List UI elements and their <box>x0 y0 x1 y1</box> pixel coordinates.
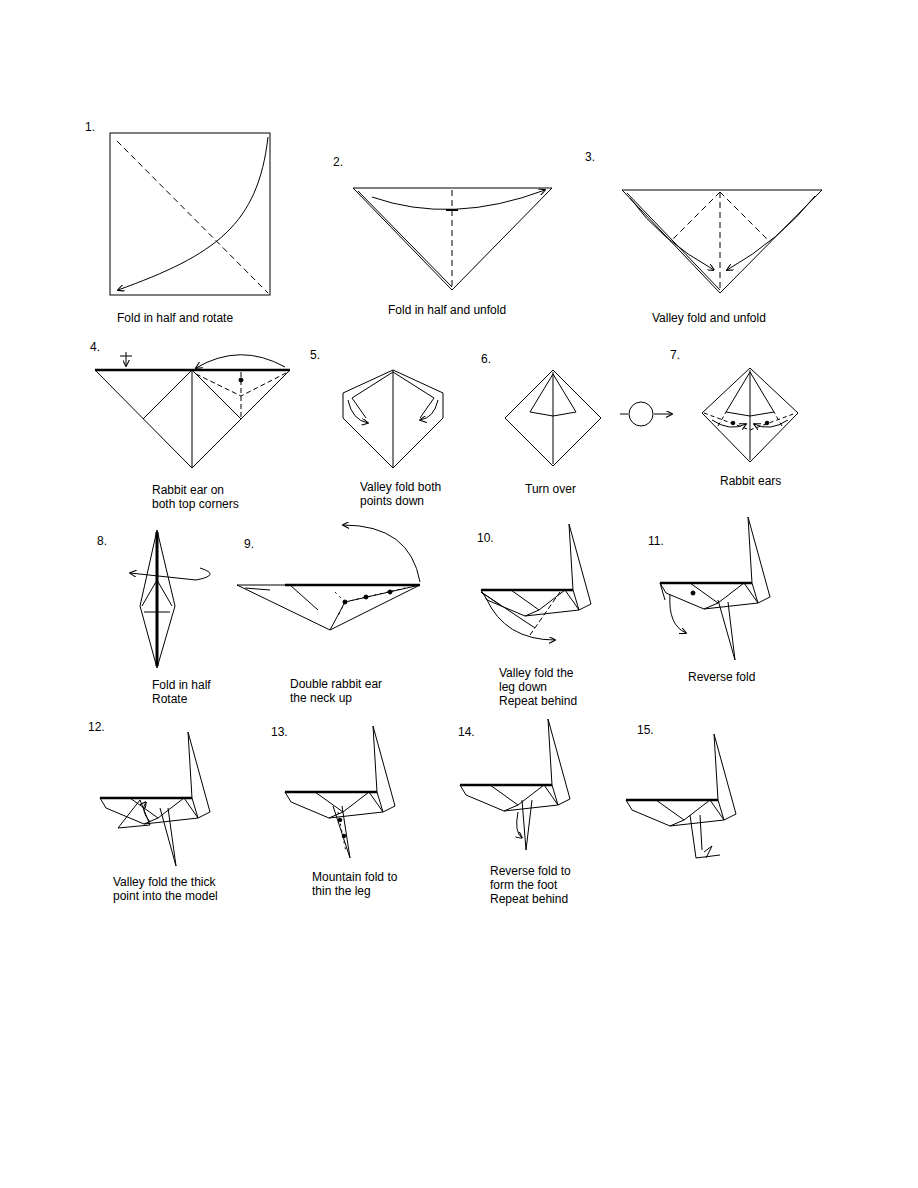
step-caption: Fold in half and rotate <box>117 311 233 325</box>
step-caption: Rabbit ears <box>720 474 781 488</box>
step-number: 14. <box>458 725 475 739</box>
step-number: 7. <box>670 348 680 362</box>
step-caption: Reverse fold <box>688 670 755 684</box>
step-caption: Valley fold and unfold <box>652 311 766 325</box>
step-number: 12. <box>88 720 105 734</box>
step-number: 5. <box>310 348 320 362</box>
step-number: 9. <box>244 537 254 551</box>
step-number: 13. <box>271 725 288 739</box>
step-number: 11. <box>648 534 664 548</box>
step-caption: Valley fold both points down <box>360 480 458 508</box>
step-caption: Valley fold the leg down Repeat behind <box>499 666 587 708</box>
step-number: 15. <box>637 723 654 737</box>
step-number: 6. <box>481 352 491 366</box>
step-number: 2. <box>333 155 343 169</box>
step-caption: Rabbit ear on both top corners <box>152 483 250 511</box>
step-caption: Turn over <box>525 482 576 496</box>
step-caption: Fold in half Rotate <box>152 678 224 706</box>
step-number: 1. <box>85 120 95 134</box>
step-caption: Fold in half and unfold <box>388 303 506 317</box>
step-number: 8. <box>97 534 107 548</box>
step-number: 10. <box>477 531 494 545</box>
step-caption: Double rabbit ear the neck up <box>290 677 392 705</box>
step-number: 4. <box>90 340 100 354</box>
step-caption: Mountain fold to thin the leg <box>312 870 410 898</box>
step-number: 3. <box>585 150 595 164</box>
step-caption: Valley fold the thick point into the mod… <box>113 875 233 903</box>
step-caption: Reverse fold to form the foot Repeat beh… <box>490 864 582 906</box>
